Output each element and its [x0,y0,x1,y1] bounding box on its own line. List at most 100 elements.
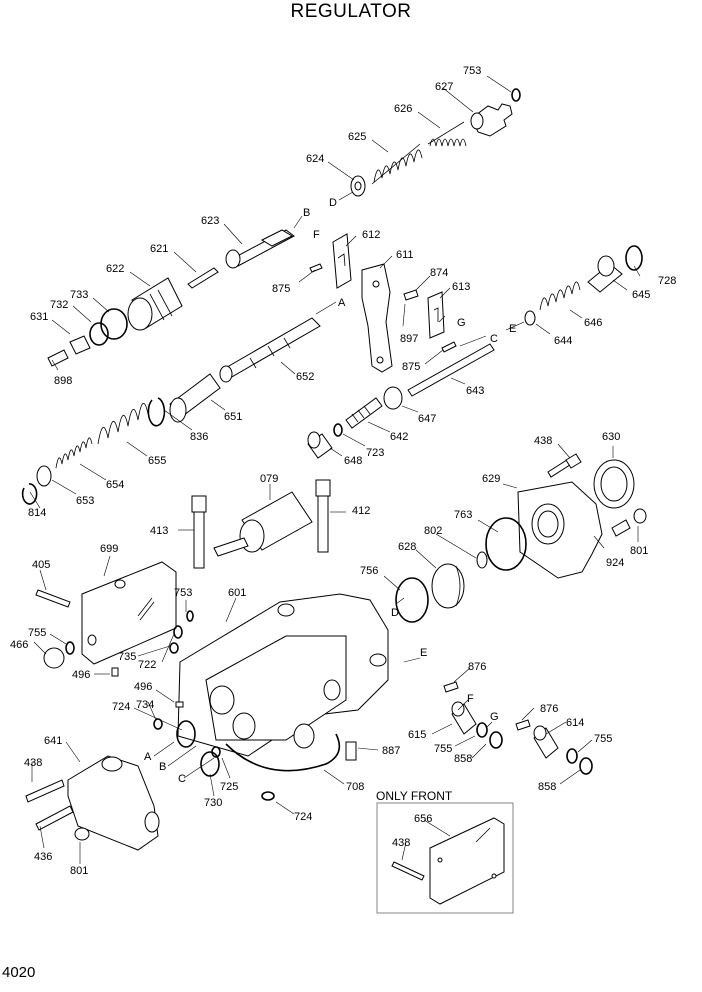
label-letter-b1: B [303,207,310,219]
label-874: 874 [430,267,448,279]
part-648 [307,431,333,459]
oring-755c [566,748,578,764]
label-466: 466 [10,639,28,651]
rod-643 [407,343,495,397]
label-letter-f1: F [313,229,320,241]
label-624: 624 [306,153,324,165]
part-647 [383,386,403,410]
label-646: 646 [584,317,602,329]
label-723: 723 [366,447,384,459]
label-876b: 876 [540,703,558,715]
bolt-405 [35,589,71,608]
plate-612 [332,233,352,289]
pin-876a [443,681,459,693]
label-651: 651 [224,411,242,423]
washer-801b [74,827,90,841]
label-letter-e1: E [509,323,516,335]
label-611: 611 [396,249,414,261]
label-654: 654 [106,479,124,491]
plug-496b [175,701,184,708]
label-836: 836 [190,431,208,443]
label-644: 644 [554,335,572,347]
snap-ring-814 [21,483,38,505]
label-letter-d2: D [391,607,399,619]
label-875a: 875 [272,283,290,295]
label-letter-d1: D [329,197,337,209]
label-079: 079 [260,473,278,485]
piston-623 [225,229,295,269]
oring-733 [100,308,128,340]
gasket-708 [225,733,341,772]
label-letter-a2: A [144,751,152,763]
plate-656 [429,817,505,905]
label-643: 643 [466,385,484,397]
label-875b: 875 [402,361,420,373]
label-724b: 724 [294,811,312,823]
label-732: 732 [50,299,68,311]
oring-735 [169,642,179,654]
label-613: 613 [452,281,470,293]
only-front-inset-box [376,802,514,914]
inset-label-only-front: ONLY FRONT [376,789,453,803]
label-708: 708 [346,781,364,793]
label-763: 763 [454,509,472,521]
part-614 [533,725,559,759]
label-438a: 438 [534,435,552,447]
body-601 [177,593,389,757]
label-623: 623 [201,215,219,227]
label-801b: 801 [70,865,88,877]
diagram-title: REGULATOR [290,1,412,22]
part-642 [345,397,383,429]
spring-646 [539,281,581,311]
label-641: 641 [44,735,62,747]
label-653: 653 [76,495,94,507]
pin-875a [309,263,323,273]
label-722: 722 [138,659,156,671]
label-898: 898 [54,375,72,387]
spring-626 [427,121,467,147]
pin-887 [345,741,357,761]
label-622: 622 [106,263,124,275]
bolt-436 [35,805,74,831]
plug-924 [611,519,631,537]
label-755c: 755 [594,733,612,745]
lever-611 [361,263,393,373]
label-924: 924 [606,557,624,569]
bolt-412 [315,479,331,553]
label-648: 648 [344,455,362,467]
label-413: 413 [150,525,168,537]
label-652: 652 [296,371,314,383]
label-496b: 496 [134,681,152,693]
washer-624 [350,175,366,197]
label-letter-b2: B [159,761,166,773]
oring-724a [176,720,196,748]
oring-755a [65,641,75,655]
label-letter-g1: G [457,317,466,329]
spool-651 [169,373,221,423]
label-735: 735 [118,651,136,663]
label-755a: 755 [28,627,46,639]
plug-645 [587,255,623,293]
label-655: 655 [148,455,166,467]
spool-652 [219,317,321,383]
label-438b: 438 [24,757,42,769]
pin-621 [187,267,219,289]
cover-641 [67,755,160,851]
washer-801a [633,508,647,524]
plug-496a [111,667,119,677]
part-628 [431,563,465,609]
label-802: 802 [424,525,442,537]
label-656: 656 [414,813,432,825]
spring-655 [97,403,149,445]
plug-466 [43,647,65,669]
label-letter-c1: C [490,333,498,345]
ring-858a [489,731,503,749]
washer-653 [36,465,52,487]
spring-625 [371,143,423,185]
label-755b: 755 [434,743,452,755]
label-letter-c2: C [178,773,186,785]
bolt-413 [191,495,207,569]
label-724a: 724 [112,701,130,713]
oring-723 [333,423,343,437]
